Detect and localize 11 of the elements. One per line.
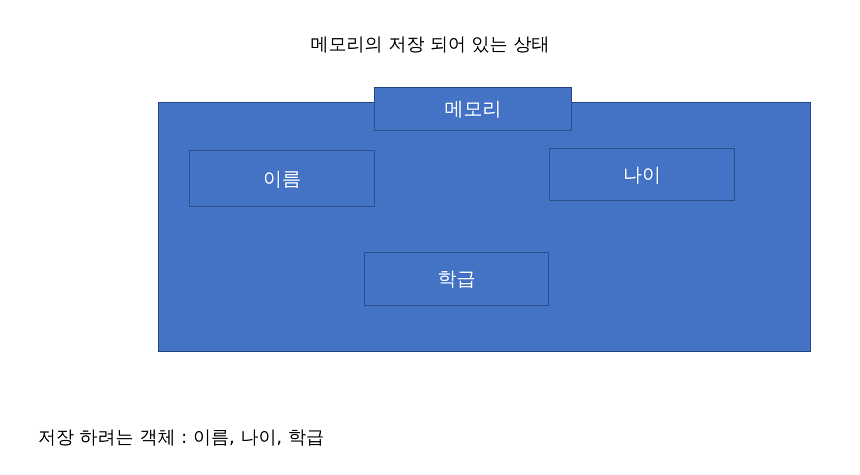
memory-field-box	[364, 252, 549, 306]
note-text: 저장 하려는 객체 : 이름, 나이, 학급	[38, 426, 324, 449]
node-label: 학급	[438, 267, 476, 292]
node-label: 메모리	[444, 97, 502, 122]
memory-field-box	[374, 87, 572, 131]
diagram-title: 메모리의 저장 되어 있는 상태	[310, 33, 550, 56]
node-label: 이름	[263, 166, 301, 192]
memory-field-box	[189, 150, 375, 207]
memory-field-box	[549, 148, 735, 201]
memory-area-box	[158, 102, 811, 352]
node-label: 나이	[623, 162, 661, 188]
